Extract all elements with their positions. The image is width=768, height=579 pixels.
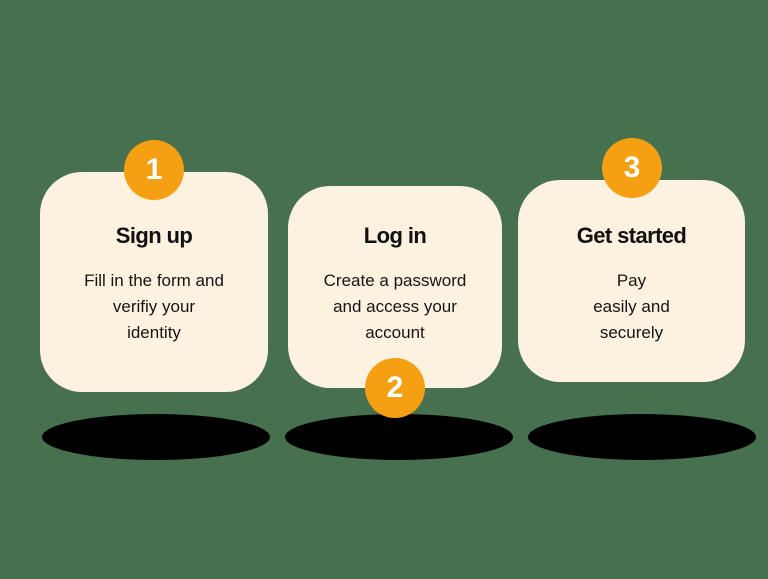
- step-card-get-started[interactable]: Get started Pay easily and securely: [518, 180, 745, 382]
- step-card-sign-up[interactable]: Sign up Fill in the form and verifiy you…: [40, 172, 268, 392]
- step-description: Fill in the form and verifiy your identi…: [84, 271, 224, 342]
- step-badge-3: 3: [602, 138, 662, 198]
- card-shadow: [528, 414, 756, 460]
- step-title: Log in: [363, 223, 427, 248]
- step-title: Sign up: [115, 223, 193, 248]
- step-card-log-in[interactable]: Log in Create a password and access your…: [288, 186, 502, 388]
- step-title: Get started: [576, 223, 687, 248]
- card-shadow: [285, 414, 513, 460]
- step-badge-2: 2: [365, 358, 425, 418]
- step-badge-1: 1: [124, 140, 184, 200]
- step-description: Create a password and access your accoun…: [323, 271, 467, 342]
- step-description: Pay easily and securely: [593, 271, 670, 342]
- card-shadow: [42, 414, 270, 460]
